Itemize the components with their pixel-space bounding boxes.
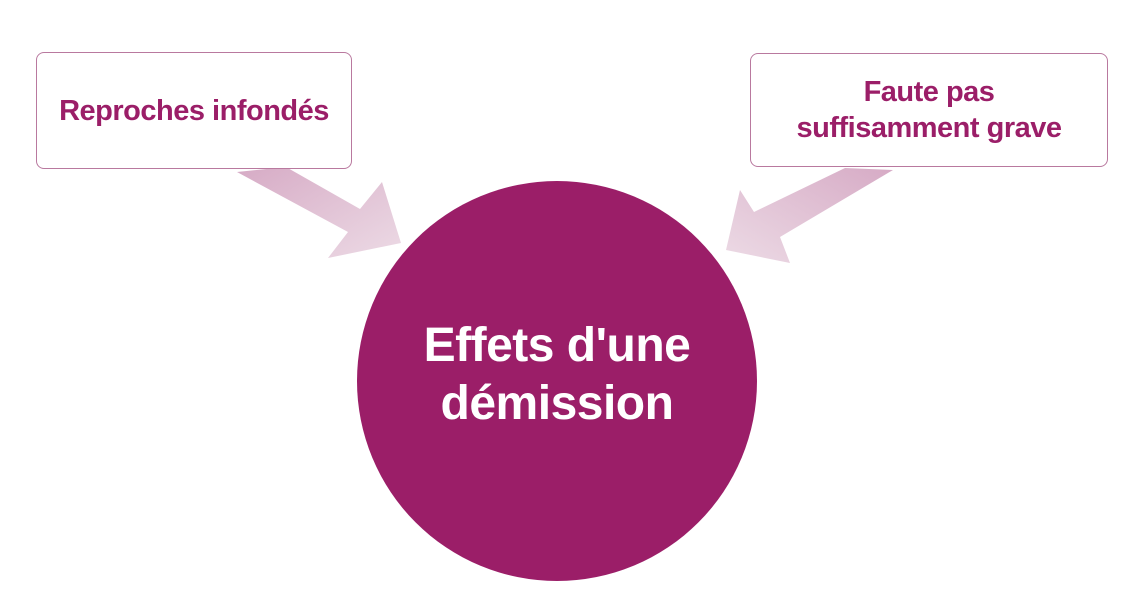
arrow-right-to-center <box>726 168 893 263</box>
center-circle: Effets d'une démission <box>357 181 757 581</box>
input-box-faute-pas-grave: Faute pas suffisamment grave <box>750 53 1108 167</box>
input-label-faute-pas-grave: Faute pas suffisamment grave <box>796 76 1063 144</box>
input-box-reproches-infondes: Reproches infondés <box>36 52 352 169</box>
center-label: Effets d'une démission <box>423 319 691 430</box>
input-label-reproches-infondes: Reproches infondés <box>59 94 329 127</box>
arrow-left-to-center <box>237 167 401 258</box>
